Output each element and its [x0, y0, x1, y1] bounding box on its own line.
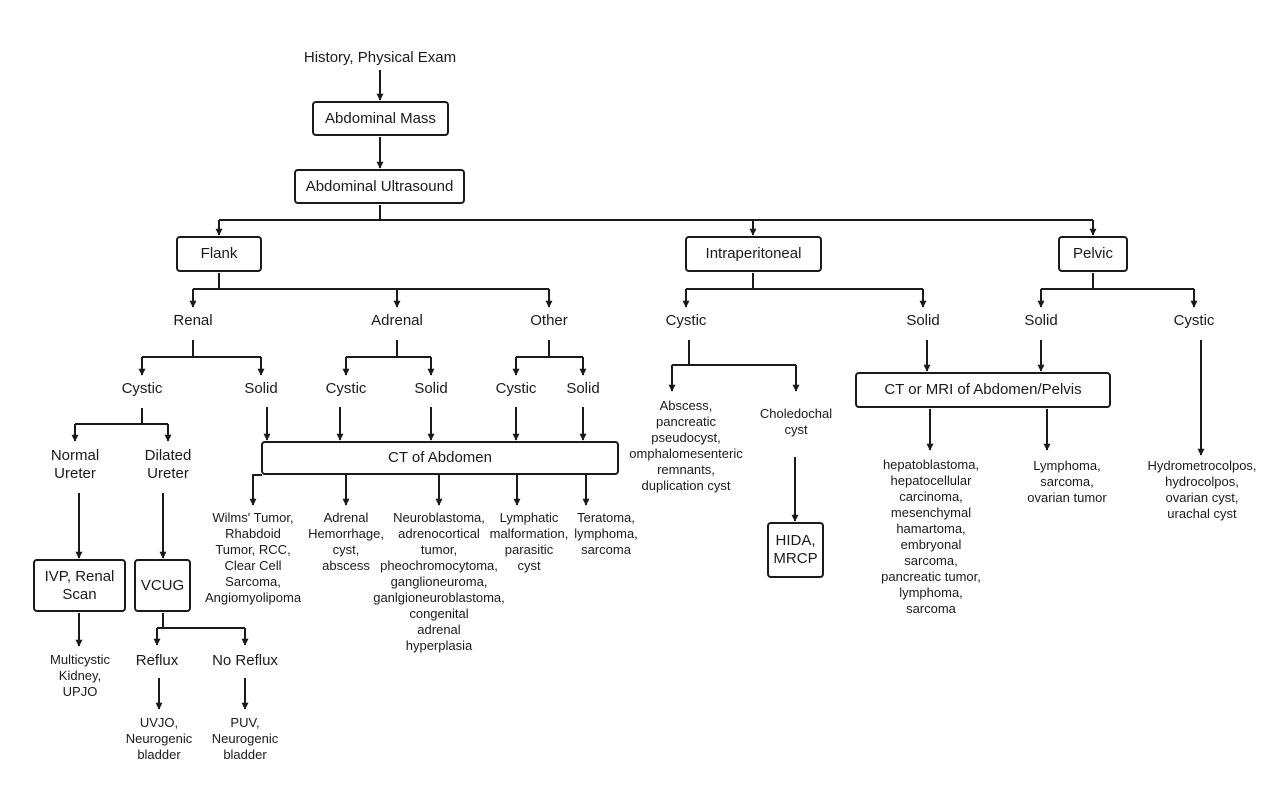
other-solid-label: Solid: [566, 380, 600, 397]
adrenal-solid-list: Neuroblastoma, adrenocortical tumor, phe…: [373, 510, 505, 653]
intraperitoneal-cystic-list: Abscess, pancreatic pseudocyst, omphalom…: [629, 398, 743, 493]
abdominal-ultrasound-box: Abdominal Ultrasound: [294, 169, 465, 204]
ct-mri-box: CT or MRI of Abdomen/Pelvis: [855, 372, 1111, 408]
pelvic-solid-label: Solid: [1024, 312, 1058, 329]
adrenal-cystic-list: Adrenal Hemorrhage, cyst, abscess: [308, 510, 384, 573]
pelvic-cystic-label: Cystic: [1173, 312, 1215, 329]
vcug-box: VCUG: [134, 559, 191, 612]
hida-mrcp-box: HIDA, MRCP: [767, 522, 824, 578]
renal-solid-label: Solid: [244, 380, 278, 397]
other-cystic-label: Cystic: [495, 380, 537, 397]
arrow-ct-renal-solid: [249, 474, 262, 506]
adrenal-cystic-label: Cystic: [325, 380, 367, 397]
pelvic-solid-list: Lymphoma, sarcoma, ovarian tumor: [1027, 458, 1107, 505]
adrenal-solid-label: Solid: [414, 380, 448, 397]
uvjo-list: UVJO, Neurogenic bladder: [125, 715, 193, 762]
reflux-label: Reflux: [135, 652, 179, 669]
dilated-ureter-label: Dilated Ureter: [144, 447, 192, 482]
no-reflux-label: No Reflux: [212, 652, 278, 669]
renal-solid-list: Wilms' Tumor, Rhabdoid Tumor, RCC, Clear…: [204, 510, 302, 605]
other-label: Other: [530, 312, 568, 329]
multicystic-list: Multicystic Kidney, UPJO: [50, 652, 110, 699]
puv-list: PUV, Neurogenic bladder: [211, 715, 279, 762]
choledochal-cyst-label: Choledochal cyst: [759, 406, 833, 437]
other-cystic-list: Lymphatic malformation, parasitic cyst: [489, 510, 569, 573]
intraperitoneal-cystic-label: Cystic: [665, 312, 707, 329]
history-physical-exam-label: History, Physical Exam: [303, 49, 457, 66]
flank-box: Flank: [176, 236, 262, 272]
normal-ureter-label: Normal Ureter: [50, 447, 100, 482]
pelvic-cystic-list: Hydrometrocolpos, hydrocolpos, ovarian c…: [1147, 458, 1257, 521]
abdominal-mass-box: Abdominal Mass: [312, 101, 449, 136]
renal-cystic-label: Cystic: [121, 380, 163, 397]
ct-abdomen-box: CT of Abdomen: [261, 441, 619, 475]
renal-label: Renal: [173, 312, 213, 329]
pelvic-box: Pelvic: [1058, 236, 1128, 272]
intraperitoneal-box: Intraperitoneal: [685, 236, 822, 272]
adrenal-label: Adrenal: [371, 312, 423, 329]
intraperitoneal-solid-label: Solid: [906, 312, 940, 329]
ivp-renal-scan-box: IVP, Renal Scan: [33, 559, 126, 612]
other-solid-list: Teratoma, lymphoma, sarcoma: [574, 510, 638, 557]
intraperitoneal-solid-list: hepatoblastoma, hepatocellular carcinoma…: [881, 457, 981, 616]
